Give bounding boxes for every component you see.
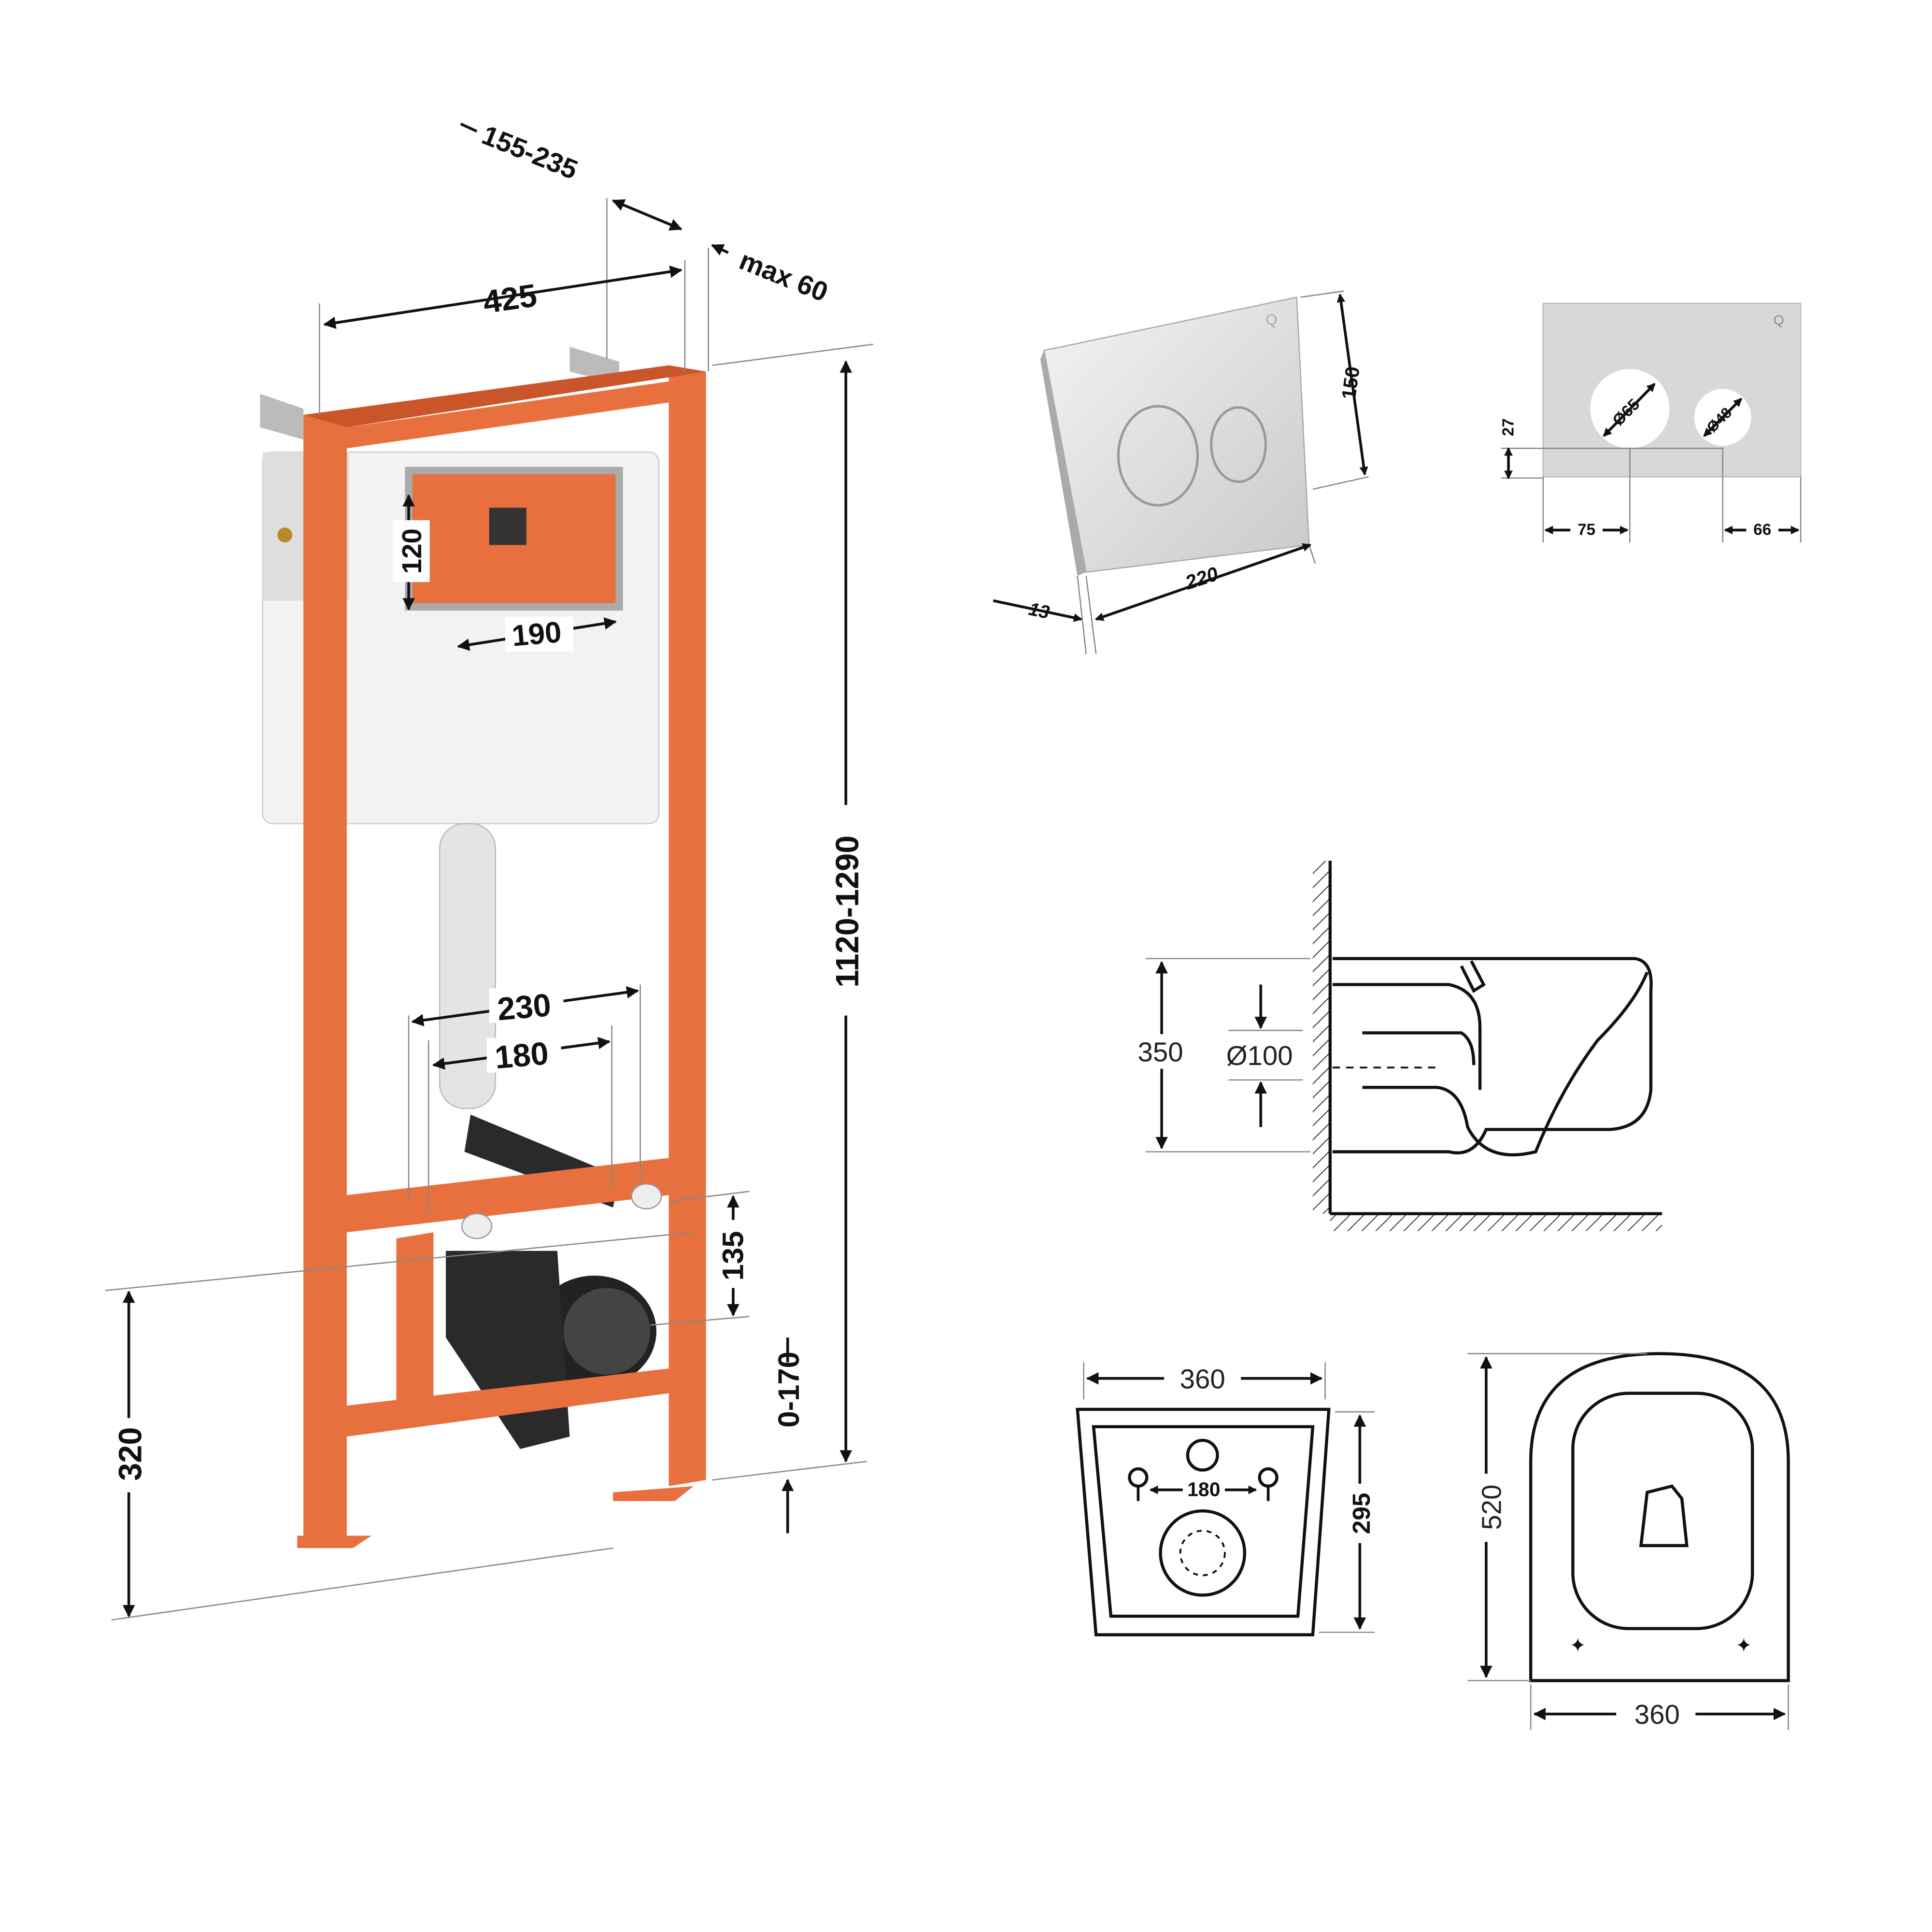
frame-foot-right (613, 1486, 694, 1501)
large-flush-button[interactable] (1117, 405, 1199, 507)
drain-diameter-label: Ø100 (1226, 1040, 1293, 1071)
bowl-top-view: ✦ ✦ 520 360 (1467, 1352, 1790, 1732)
water-inlet (1186, 1438, 1219, 1472)
frame-mid-bar (346, 1158, 669, 1233)
back-height-label: 295 (1348, 1493, 1375, 1534)
seat-mount-right-icon: ✦ (1735, 1634, 1752, 1657)
frame-foot-left (297, 1535, 372, 1548)
foot-adjust-label: 0-170 (772, 1351, 806, 1427)
bolt-left (461, 1213, 493, 1239)
outer-bolt-label: 230 (496, 987, 553, 1027)
flush-panel (1043, 296, 1310, 573)
frame-post-left (303, 414, 347, 1542)
frame-strut (396, 1232, 434, 1406)
bolt-right (631, 1183, 662, 1209)
flush-mechanism (489, 508, 526, 545)
bowl-side-view: 350 Ø100 (1129, 861, 1662, 1231)
drain-floor-label: 320 (113, 1427, 148, 1481)
panel-thickness-label: 13 (1027, 598, 1051, 623)
bowl-top-outline (1529, 1352, 1790, 1682)
max-offset-label: max 60 (735, 245, 832, 308)
drain-height-label: 135 (716, 1231, 750, 1281)
top-width-label: 360 (1634, 1699, 1680, 1730)
frame-post-right (668, 365, 706, 1486)
floor-hatch (1330, 1213, 1662, 1231)
bowl-back-view: 180 360 295 (1076, 1360, 1378, 1636)
seat-mount-left-icon: ✦ (1569, 1634, 1586, 1657)
bolt-spacing-label: 180 (1187, 1478, 1220, 1500)
bolt-hole-left (1128, 1467, 1149, 1488)
frame-dimensions: 425 155-235 max 60 1120-1290 120 190 230… (105, 119, 873, 1621)
flush-panel-face (1542, 302, 1802, 478)
frame-top-bar (303, 365, 706, 427)
installation-frame (260, 346, 706, 1548)
drain-outlet (1159, 1509, 1247, 1597)
brand-logo: Q (1266, 311, 1278, 328)
opening-width-label: 190 (511, 615, 563, 653)
frame-height-label: 1120-1290 (830, 836, 866, 988)
button-offset-label: 27 (1499, 418, 1517, 436)
right-margin-label: 66 (1753, 521, 1771, 539)
top-length-label: 520 (1477, 1484, 1507, 1530)
bowl-back-outline (1076, 1407, 1331, 1636)
water-inlet-valve (277, 527, 293, 543)
frame-bottom-bar (346, 1368, 669, 1437)
bolt-hole-right (1258, 1467, 1279, 1488)
back-width-label: 360 (1180, 1364, 1225, 1394)
wall-hatch (1312, 861, 1330, 1214)
small-flush-button[interactable] (1210, 406, 1267, 483)
panel-height-label: 150 (1337, 365, 1364, 401)
panel-edge (1040, 350, 1086, 576)
frame-top-rail (346, 381, 669, 449)
panel-width-label: 220 (1182, 562, 1221, 594)
wall-bracket-left (260, 394, 304, 440)
inner-bolt-label: 180 (494, 1036, 550, 1076)
drain-opening (563, 1288, 651, 1375)
opening-height-label: 120 (397, 528, 427, 574)
brand-logo-front: Q (1774, 312, 1784, 327)
flush-panel-front: Q Ø65 Ø48 27 75 66 (1499, 302, 1802, 543)
bowl-rim (1571, 1392, 1754, 1630)
flush-panel-perspective: Q 150 220 13 (993, 290, 1369, 654)
bowl-outline (1332, 957, 1653, 1155)
frame-width-label: 425 (481, 278, 539, 321)
frame-depth-label: 155-235 (478, 119, 582, 185)
left-margin-label: 75 (1577, 521, 1595, 539)
side-height-label: 350 (1138, 1037, 1183, 1067)
bowl-drain-top (1639, 1484, 1689, 1548)
